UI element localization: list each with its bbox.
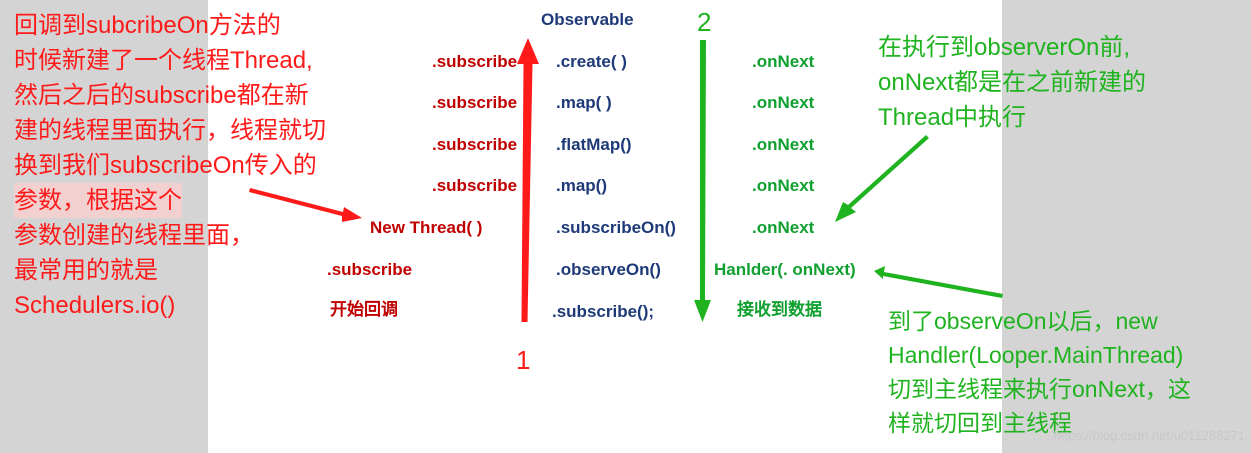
new-thread-pointer-arrow: [249, 188, 362, 222]
onnext-label-2: .onNext: [752, 93, 815, 112]
diagram-sheet: [208, 0, 1002, 453]
right-bottom-annotation-line: 样就切回到主线程: [888, 410, 1072, 436]
handler-onnext-label: Hanlder(. onNext): [714, 260, 856, 279]
handler-pointer-arrow: [874, 266, 1003, 298]
right-bottom-annotation-line: Handler(Looper.MainThread): [888, 342, 1184, 368]
op-flatmap: .flatMap(): [556, 135, 632, 154]
up-arrow: [517, 38, 539, 322]
up-arrow-number: 1: [516, 345, 531, 375]
right-top-annotation-line: Thread中执行: [878, 104, 1027, 131]
observable-title: Observable: [541, 10, 634, 29]
receive-data-label: 接收到数据: [737, 300, 822, 320]
onnext-label-4: .onNext: [752, 176, 815, 195]
subscribe-label-4: .subscribe: [432, 176, 518, 195]
op-observeon: .observeOn(): [556, 260, 661, 279]
subscribe-outer-label: .subscribe: [327, 260, 413, 279]
right-bottom-annotation-line: 切到主线程来执行onNext，这: [888, 376, 1191, 402]
right-top-annotation-line: 在执行到observerOn前,: [878, 34, 1131, 61]
op-subscribeon: .subscribeOn(): [556, 218, 676, 237]
right-bottom-annotation: 到了observeOn以后，new Handler(Looper.MainThr…: [888, 304, 1191, 440]
new-thread-label: New Thread( ): [370, 218, 483, 237]
left-annotation-line: 建的线程里面执行，线程就切: [14, 117, 326, 144]
watermark: https://blog.csdn.net/u011288271: [1053, 428, 1245, 443]
subscribe-label-3: .subscribe: [432, 135, 518, 154]
left-annotation-line: 最常用的就是: [14, 257, 158, 284]
op-subscribe-final: .subscribe();: [552, 302, 655, 321]
right-top-annotation: 在执行到observerOn前, onNext都是在之前新建的 Thread中执…: [878, 30, 1146, 135]
op-map-1: .map( ): [556, 93, 612, 112]
start-callback-label: 开始回调: [330, 300, 398, 320]
left-annotation-line: Schedulers.io(): [14, 292, 176, 319]
onnext-label-1: .onNext: [752, 52, 815, 71]
left-annotation: 回调到subcribeOn方法的 时候新建了一个线程Thread, 然后之后的s…: [14, 8, 326, 323]
left-annotation-line: 然后之后的subscribe都在新: [14, 82, 309, 109]
onnext-label-3: .onNext: [752, 135, 815, 154]
subscribe-label-1: .subscribe: [432, 52, 518, 71]
left-annotation-line: 回调到subcribeOn方法的: [14, 12, 281, 39]
left-annotation-line: 参数，根据这个: [14, 183, 182, 218]
onnext-pointer-arrow: [835, 135, 929, 222]
left-annotation-line: 换到我们subscribeOn传入的: [14, 152, 317, 179]
left-annotation-line: 时候新建了一个线程Thread,: [14, 47, 313, 74]
right-bottom-annotation-line: 到了observeOn以后，new: [888, 308, 1158, 334]
down-arrow: [694, 40, 711, 322]
op-create: .create( ): [556, 52, 627, 71]
down-arrow-number: 2: [697, 7, 712, 37]
onnext-label-5: .onNext: [752, 218, 815, 237]
op-map-2: .map(): [556, 176, 607, 195]
subscribe-label-2: .subscribe: [432, 93, 518, 112]
left-annotation-line: 参数创建的线程里面，: [14, 222, 254, 249]
right-top-annotation-line: onNext都是在之前新建的: [878, 69, 1147, 96]
